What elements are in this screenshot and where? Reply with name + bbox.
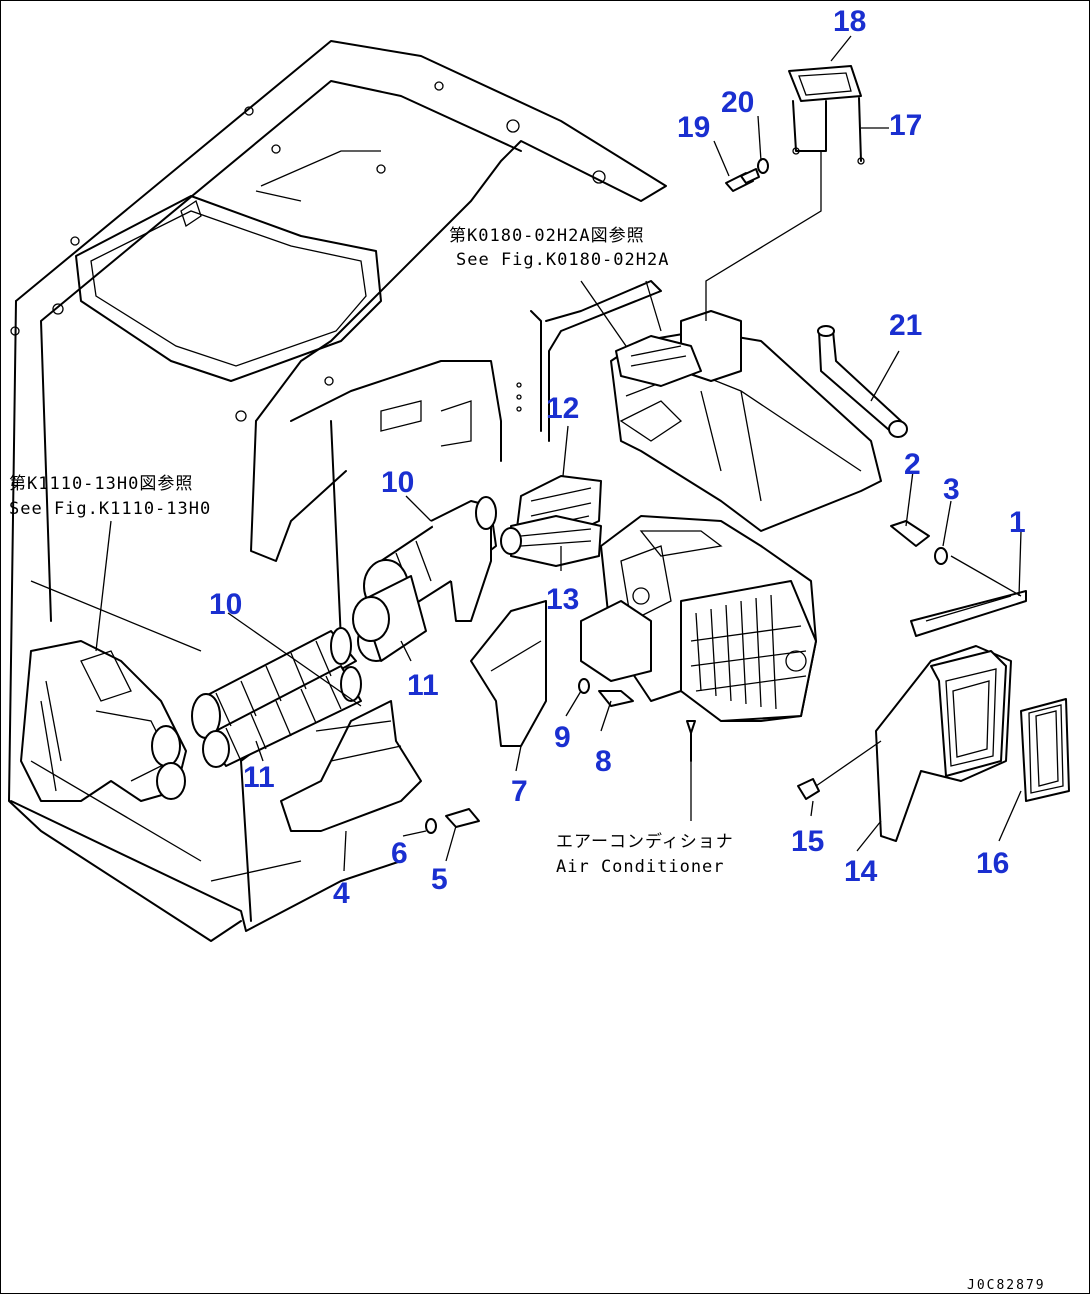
callout-16: 16: [976, 847, 1009, 880]
bolt-5-washer-6: [425, 808, 480, 834]
callout-3: 3: [943, 473, 960, 506]
callout-7: 7: [511, 775, 528, 808]
callout-14: 14: [844, 855, 878, 888]
callout-10b: 10: [209, 588, 242, 621]
callout-5: 5: [431, 863, 448, 896]
callout-10a: 10: [381, 466, 414, 499]
callout-12: 12: [546, 392, 579, 425]
callout-6: 6: [391, 837, 408, 870]
left-duct-assembly: [20, 640, 187, 802]
callout-4: 4: [333, 877, 350, 910]
drawing-code: J0C82879: [967, 1278, 1046, 1293]
grille-16: [1020, 698, 1070, 802]
air-conditioner-unit: [580, 515, 817, 762]
bolt-8-washer-9: [578, 678, 634, 707]
callout-21: 21: [889, 309, 922, 342]
duct-14: [875, 645, 1012, 842]
callout-1: 1: [1009, 506, 1026, 539]
callout-13: 13: [546, 583, 579, 616]
plate-1-bolt-2-washer-3: [890, 520, 1027, 637]
callout-20: 20: [721, 86, 754, 119]
note-ref-k1110-jp: 第K1110-13H0図参照: [9, 474, 193, 494]
leader-lines: [95, 35, 1022, 872]
vent-12-13: [500, 475, 602, 567]
cab-body: [8, 40, 667, 942]
screw-15: [797, 740, 882, 800]
bracket-17-18: [705, 65, 865, 321]
callout-17: 17: [889, 109, 922, 142]
pipe-21: [817, 325, 908, 438]
duct-4: [280, 700, 422, 832]
note-ref-k1110-en: See Fig.K1110-13H0: [9, 499, 211, 519]
callout-numbers: 1 2 3 4 5 6 7 8 9 10 10 11 11 12 13 14 1…: [209, 5, 1026, 910]
callout-8: 8: [595, 745, 612, 778]
flex-hose-upper: [352, 496, 497, 662]
callout-19: 19: [677, 111, 710, 144]
reference-notes: 第K0180-02H2A図参照 See Fig.K0180-02H2A 第K11…: [9, 226, 1046, 1293]
note-aircon-jp: エアーコンディショナ: [556, 831, 734, 852]
upper-duct-box: [610, 310, 882, 532]
bolt-19-washer-20: [725, 158, 769, 192]
flex-hose-lower: [191, 627, 362, 768]
note-aircon-en: Air Conditioner: [556, 857, 725, 877]
note-ref-k0180-en: See Fig.K0180-02H2A: [456, 250, 669, 270]
panel-7: [470, 600, 547, 747]
callout-2: 2: [904, 448, 921, 481]
callout-9: 9: [554, 721, 571, 754]
callout-18: 18: [833, 5, 866, 38]
callout-11b: 11: [243, 761, 275, 794]
note-ref-k0180-jp: 第K0180-02H2A図参照: [449, 226, 645, 246]
callout-15: 15: [791, 825, 824, 858]
callout-11a: 11: [407, 669, 439, 702]
